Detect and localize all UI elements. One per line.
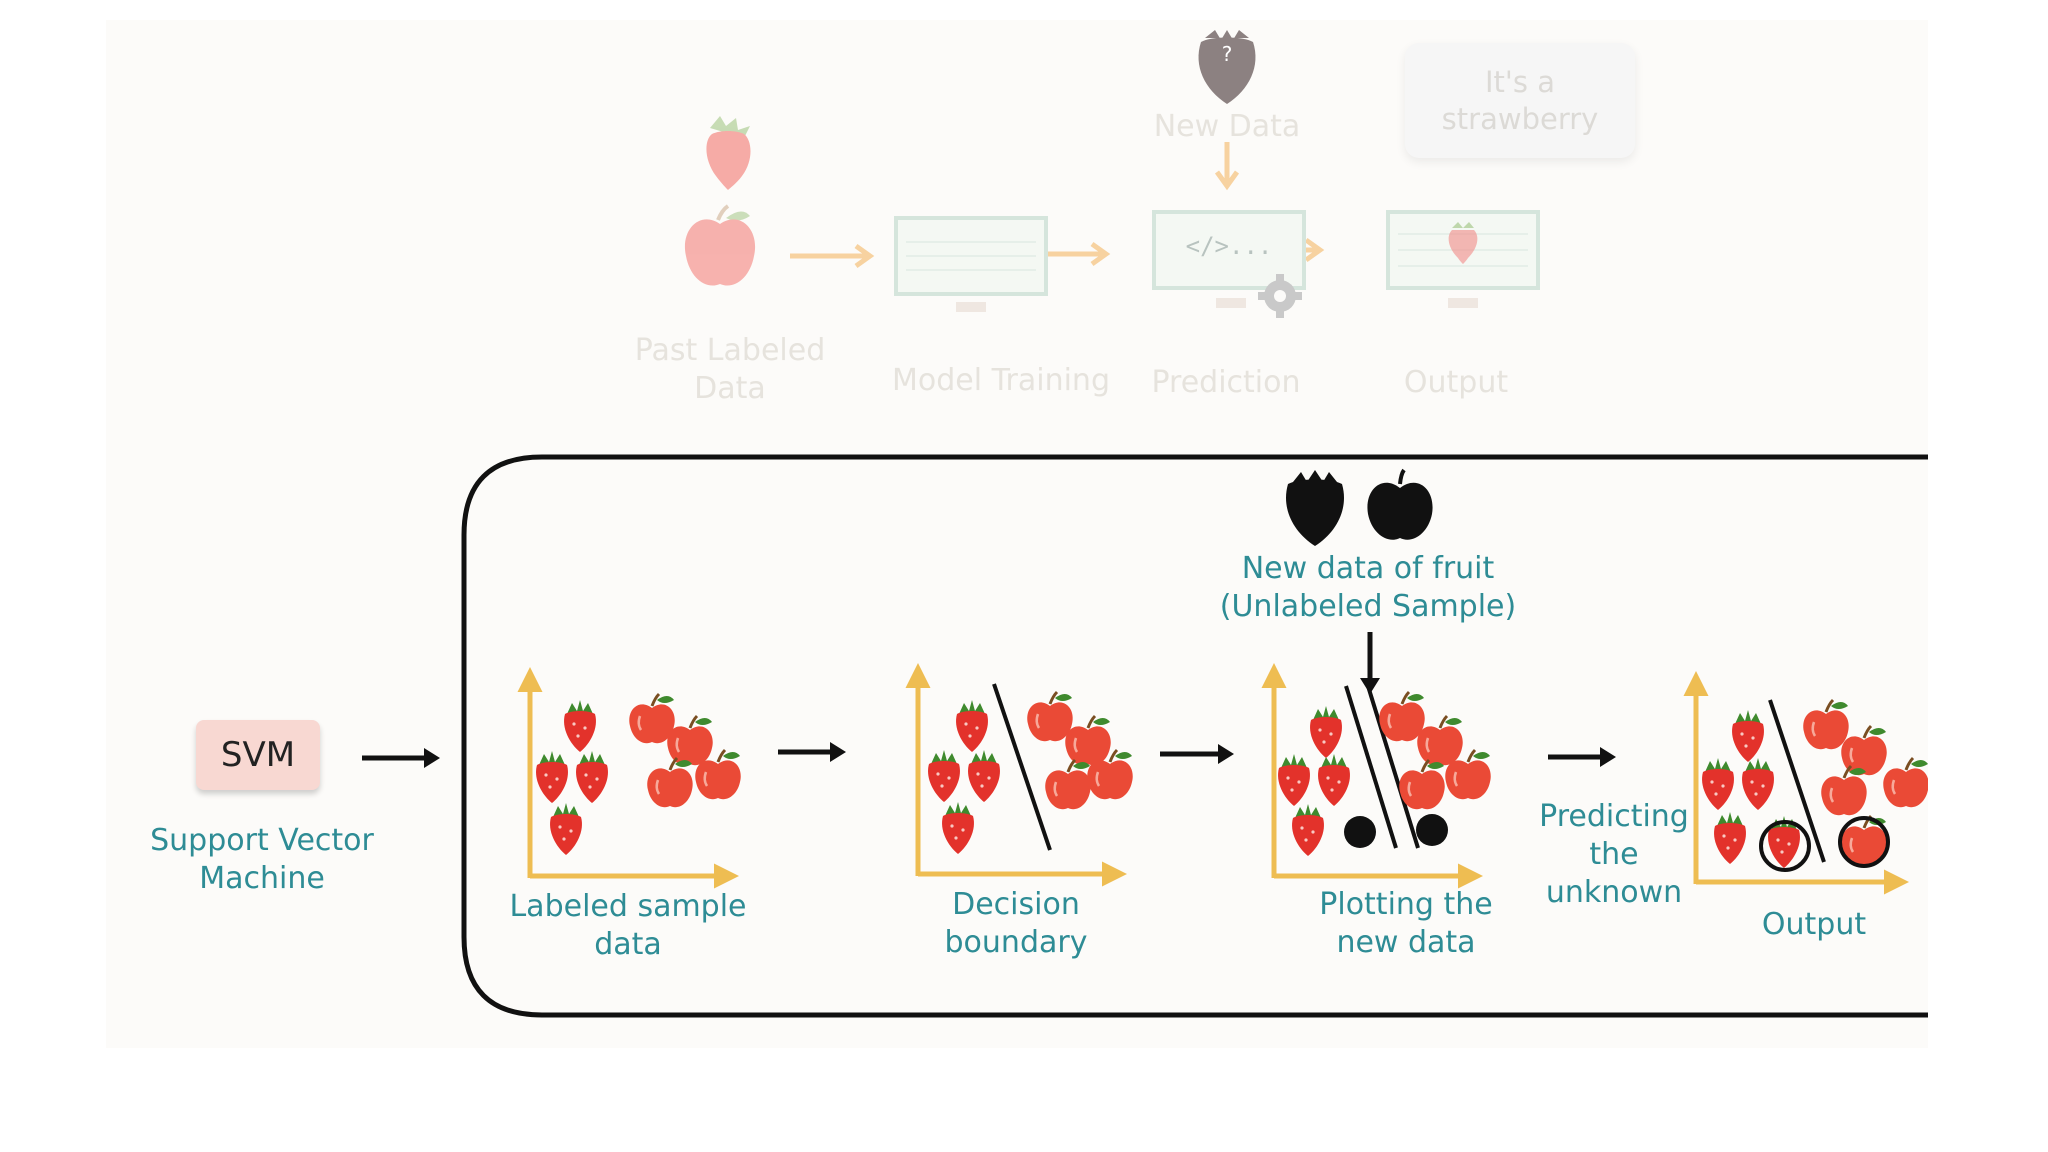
- step-label-labeled-sample-data: Labeled sample data: [509, 889, 747, 962]
- top-flow-graphics: [684, 30, 1540, 318]
- svm-panel-border: [461, 454, 1928, 1018]
- stage-label-output: Output: [1403, 365, 1509, 400]
- top-new-data-label: New Data: [1153, 109, 1301, 144]
- stage-label-past-labeled-data: Past Labeled Data: [634, 333, 826, 406]
- plot-new-data: [1261, 663, 1493, 889]
- new-data-down-arrow: [1360, 632, 1380, 694]
- boundary-line: [992, 683, 1052, 851]
- slide-canvas: ? </>... New Data It's a strawberry Past…: [106, 20, 1928, 1048]
- plot-labeled-sample: [517, 667, 743, 889]
- classified-apple-ring: [1838, 816, 1890, 868]
- svm-panel-graphics: [362, 454, 1928, 1018]
- step-arrow-2: [1160, 744, 1234, 764]
- black-apple-icon: [1367, 468, 1433, 540]
- gear-icon: [1258, 274, 1302, 318]
- step-label-decision-boundary: Decision boundary: [944, 887, 1088, 960]
- black-strawberry-icon: [1286, 470, 1344, 546]
- step-label-output: Output: [1761, 907, 1867, 942]
- code-symbol: </>...: [1185, 232, 1273, 260]
- new-data-of-fruit-label: New data of fruit (Unlabeled Sample): [1219, 551, 1517, 624]
- svm-arrow: [362, 748, 440, 768]
- faded-strawberry-icon: [706, 116, 751, 190]
- predicting-the-unknown-label: Predicting the unknown: [1539, 799, 1689, 910]
- svm-caption: Support Vector Machine: [150, 823, 374, 896]
- faded-apple-icon: [684, 204, 756, 286]
- unlabeled-point: [1416, 814, 1448, 846]
- step-arrow-1: [778, 742, 846, 762]
- unlabeled-point: [1344, 816, 1376, 848]
- speech-bubble: It's a strawberry: [1405, 43, 1635, 158]
- svm-label-box: SVM: [196, 720, 320, 790]
- classified-strawberry-ring: [1759, 820, 1811, 872]
- step-arrow-3: [1548, 747, 1616, 767]
- plot-decision-boundary: [905, 663, 1135, 887]
- output-strawberry-icon: [1448, 222, 1478, 264]
- step-label-plotting-new-data: Plotting the new data: [1319, 887, 1493, 960]
- model-training-monitor-icon: [894, 216, 1048, 312]
- stage-label-prediction: Prediction: [1151, 365, 1301, 400]
- unknown-mark: ?: [1221, 42, 1233, 66]
- unknown-fruit-icon: [1198, 30, 1256, 104]
- stage-label-model-training: Model Training: [892, 363, 1110, 398]
- plot-output: [1683, 671, 1928, 895]
